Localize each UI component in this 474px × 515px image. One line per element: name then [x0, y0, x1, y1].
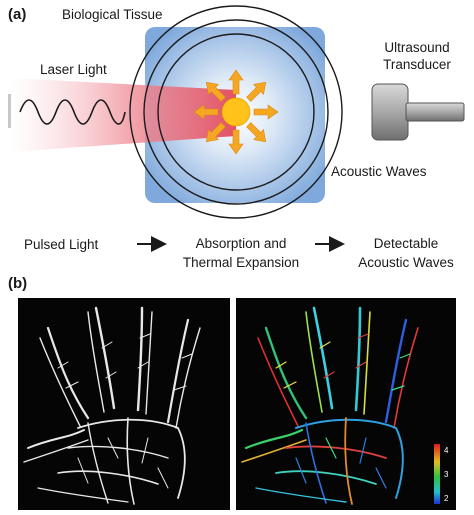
laser-label: Laser Light [40, 62, 107, 77]
absorber-sphere [221, 97, 251, 127]
colorbar-tick-2: 2 [444, 494, 449, 503]
grayscale-vessels [18, 298, 230, 510]
acoustic-ring-2 [143, 19, 329, 205]
laser-aperture [8, 94, 11, 128]
laser-sine-wave [19, 99, 126, 125]
depth-colorbar [434, 444, 440, 504]
flow-step-pulsed-light: Pulsed Light [24, 237, 99, 252]
flow-step-detectable-line2: Acoustic Waves [358, 255, 454, 270]
radiating-arrows [193, 69, 279, 155]
colorbar-tick-4: 4 [444, 446, 449, 455]
flow-step-detectable-line1: Detectable [373, 236, 439, 251]
depth-coded-vasculature-image: 4 3 2 [236, 298, 456, 510]
ultrasound-transducer [371, 83, 465, 141]
transducer-label-line2: Transducer [383, 57, 451, 72]
flow-step-absorption-line2: Thermal Expansion [182, 255, 300, 270]
acoustic-ring-1 [157, 33, 315, 191]
transducer-label-line1: Ultrasound [384, 40, 450, 55]
acoustic-ring-3 [129, 5, 343, 219]
acoustic-waves-label: Acoustic Waves [331, 164, 427, 179]
panel-b-label: (b) [8, 275, 28, 292]
grayscale-vasculature-image [18, 298, 230, 510]
depth-coded-vessels [236, 298, 456, 510]
panel-a-label: (a) [8, 6, 27, 23]
laser-beam [10, 78, 236, 152]
flow-step-absorption-line1: Absorption and [195, 236, 287, 251]
colorbar-tick-3: 3 [444, 470, 449, 479]
tissue-label: Biological Tissue [62, 7, 163, 22]
